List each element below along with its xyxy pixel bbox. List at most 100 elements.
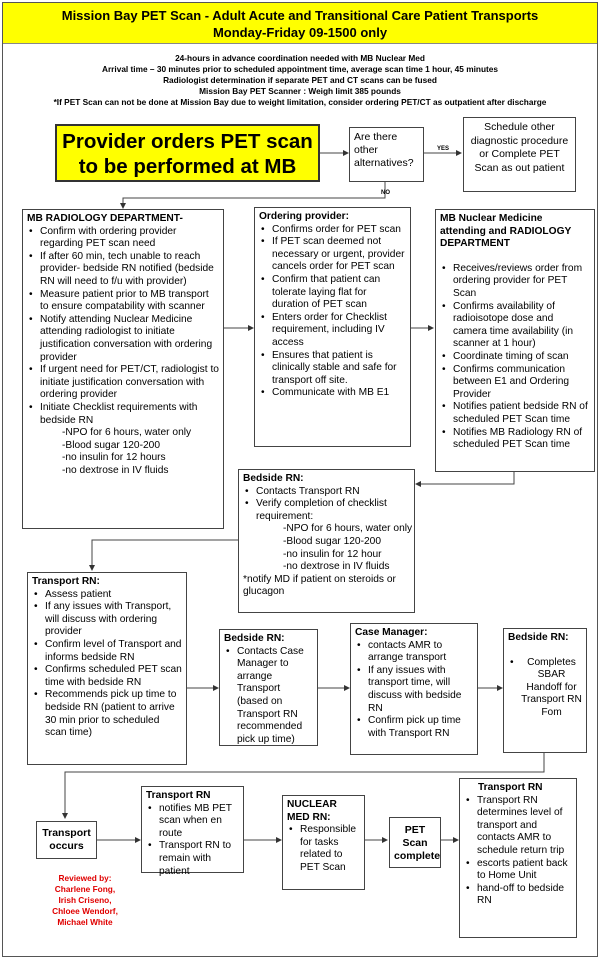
checklist-item: -Blood sugar 120-200 bbox=[62, 439, 160, 451]
reviewed-by: Reviewed by: Charlene Fong, Irish Crisen… bbox=[40, 873, 130, 928]
list-item: Notifies patient bedside RN of scheduled… bbox=[442, 401, 590, 426]
header-banner: Mission Bay PET Scan - Adult Acute and T… bbox=[3, 3, 597, 44]
bedside3-title: Bedside RN: bbox=[508, 632, 569, 643]
reviewer-name: Charlene Fong, bbox=[54, 884, 116, 894]
bedside-rn-box-1: Bedside RN: Contacts Transport RN Verify… bbox=[238, 469, 415, 613]
list-item: Contacts Case Manager to arrange Transpo… bbox=[226, 646, 313, 747]
checklist-item: -NPO for 6 hours, water only bbox=[283, 523, 413, 535]
bedside-rn-box-3: Bedside RN: Completes SBAR Handoff for T… bbox=[503, 628, 587, 753]
reviewer-name: Chloee Wendorf, bbox=[52, 906, 118, 916]
list-item: If after 60 min, tech unable to reach pr… bbox=[29, 251, 219, 289]
arrow-nuclear-to-bedside bbox=[415, 472, 515, 487]
transport2-title: Transport RN bbox=[146, 790, 211, 801]
radiology-checklist: -NPO for 6 hours, water only -Blood suga… bbox=[27, 427, 219, 477]
nuclear-radiology-title: MB Nuclear Medicine attending and RADIOL… bbox=[440, 213, 572, 250]
list-item: Receives/reviews order from ordering pro… bbox=[442, 263, 590, 301]
list-item: contacts AMR to arrange transport bbox=[357, 640, 473, 665]
radiology-title: MB RADIOLOGY DEPARTMENT- bbox=[27, 213, 183, 224]
list-item: Initiate Checklist requirements with bed… bbox=[29, 402, 219, 427]
list-item: Measure patient prior to MB transport to… bbox=[29, 289, 219, 314]
ordering-title: Ordering provider: bbox=[259, 211, 350, 222]
transport-rn-box-2: Transport RN notifies MB PET scan when e… bbox=[141, 786, 244, 877]
header-title: Mission Bay PET Scan - Adult Acute and T… bbox=[61, 8, 539, 23]
transport3-title: Transport RN bbox=[478, 782, 543, 793]
arrow-no bbox=[120, 182, 386, 209]
list-item: Enters order for Checklist requirement, … bbox=[261, 312, 406, 350]
start-line: Provider orders PET scan bbox=[62, 130, 313, 153]
list-item: Confirm that patient can tolerate laying… bbox=[261, 274, 406, 312]
list-item: Transport RN to remain with patient bbox=[148, 840, 239, 878]
checklist-item: -Blood sugar 120-200 bbox=[283, 535, 381, 547]
checklist-item: -no dextrose in IV fluids bbox=[62, 464, 169, 476]
radiology-box: MB RADIOLOGY DEPARTMENT- Confirm with or… bbox=[22, 209, 224, 529]
list-item: hand-off to bedside RN bbox=[466, 883, 572, 908]
alternative-box: Schedule other diagnostic procedure or C… bbox=[463, 117, 576, 192]
info-line: Arrival time – 30 minutes prior to sched… bbox=[101, 64, 499, 74]
info-line: *If PET Scan can not be done at Mission … bbox=[53, 97, 547, 107]
alternative-text: Schedule other diagnostic procedure or C… bbox=[470, 121, 569, 174]
list-item: Coordinate timing of scan bbox=[442, 351, 590, 364]
list-item: Confirm with ordering provider regarding… bbox=[29, 226, 219, 251]
reviewer-name: Michael White bbox=[57, 917, 113, 927]
arrow-bedside-to-transport bbox=[89, 539, 238, 571]
list-item: Contacts Transport RN bbox=[245, 486, 410, 499]
case-manager-title: Case Manager: bbox=[355, 627, 428, 638]
info-block: 24-hours in advance coordination needed … bbox=[0, 53, 600, 108]
list-item: Confirms order for PET scan bbox=[261, 224, 406, 237]
list-item: Transport RN determines level of transpo… bbox=[466, 795, 572, 858]
list-item: Confirm pick up time with Transport RN bbox=[357, 715, 473, 740]
list-item: If any issues with transport time, will … bbox=[357, 665, 473, 715]
list-item: Responsible for tasks related to PET Sca… bbox=[289, 824, 360, 874]
header-subtitle: Monday-Friday 09-1500 only bbox=[212, 25, 388, 40]
checklist-item: -no insulin for 12 hour bbox=[283, 548, 382, 560]
pet-scan-complete-box: PET Scan complete bbox=[389, 817, 441, 868]
nuclear-radiology-box: MB Nuclear Medicine attending and RADIOL… bbox=[435, 209, 595, 472]
list-item: Notifies MB Radiology RN of scheduled PE… bbox=[442, 427, 590, 452]
start-box: Provider orders PET scan to be performed… bbox=[55, 124, 320, 182]
bedside1-checklist: -NPO for 6 hours, water only -Blood suga… bbox=[243, 523, 413, 573]
list-item: Confirms scheduled PET scan time with be… bbox=[34, 664, 182, 689]
transport-occurs-text: Transport occurs bbox=[42, 827, 91, 852]
list-item: Assess patient bbox=[34, 589, 182, 602]
bedside1-note: *notify MD if patient on steroids or glu… bbox=[243, 573, 396, 598]
list-item: Ensures that patient is clinically stabl… bbox=[261, 350, 406, 388]
list-item: Confirms communication between E1 and Or… bbox=[442, 364, 590, 402]
list-item: Verify completion of checklist requireme… bbox=[245, 498, 410, 523]
info-line: Radiologist determination if separate PE… bbox=[163, 75, 437, 85]
arrow-bedside3-to-transport-occurs bbox=[62, 753, 545, 819]
decision-box: Are there other alternatives? bbox=[349, 127, 424, 182]
transport-rn-box-3: Transport RN Transport RN determines lev… bbox=[459, 778, 577, 938]
list-item: Communicate with MB E1 bbox=[261, 387, 406, 400]
nuclear-med-rn-box: NUCLEAR MED RN: Responsible for tasks re… bbox=[282, 795, 365, 890]
info-line: 24-hours in advance coordination needed … bbox=[175, 53, 425, 63]
reviewer-name: Irish Criseno, bbox=[58, 895, 112, 905]
list-item: Confirm level of Transport and informs b… bbox=[34, 639, 182, 664]
list-item: If urgent need for PET/CT, radiologist t… bbox=[29, 364, 219, 402]
list-item: Completes SBAR Handoff for Transport RN … bbox=[510, 657, 582, 720]
checklist-item: -no insulin for 12 hours bbox=[62, 452, 166, 464]
list-item: Notify attending Nuclear Medicine attend… bbox=[29, 314, 219, 364]
reviewed-title: Reviewed by: bbox=[58, 873, 112, 883]
yes-label: YES bbox=[437, 146, 449, 152]
ordering-provider-box: Ordering provider: Confirms order for PE… bbox=[254, 207, 411, 447]
list-item: escorts patient back to Home Unit bbox=[466, 858, 572, 883]
checklist-item: -NPO for 6 hours, water only bbox=[62, 427, 192, 439]
nuclear-rn-title: NUCLEAR MED RN: bbox=[287, 799, 337, 823]
info-line: Mission Bay PET Scanner : Weigh limit 38… bbox=[199, 86, 401, 96]
list-item: If PET scan deemed not necessary or urge… bbox=[261, 236, 406, 274]
bedside1-title: Bedside RN: bbox=[243, 473, 304, 484]
transport-rn-box-1: Transport RN: Assess patient If any issu… bbox=[27, 572, 187, 765]
list-item: If any issues with Transport, will discu… bbox=[34, 601, 182, 639]
bedside2-title: Bedside RN: bbox=[224, 633, 285, 644]
checklist-item: -no dextrose in IV fluids bbox=[283, 561, 390, 573]
list-item: Confirms availability of radioisotope do… bbox=[442, 301, 590, 351]
transport1-title: Transport RN: bbox=[32, 576, 100, 587]
case-manager-box: Case Manager: contacts AMR to arrange tr… bbox=[350, 623, 478, 755]
start-line: to be performed at MB bbox=[78, 155, 297, 178]
list-item: notifies MB PET scan when en route bbox=[148, 803, 239, 841]
transport-occurs-box: Transport occurs bbox=[36, 821, 97, 859]
bedside-rn-box-2: Bedside RN: Contacts Case Manager to arr… bbox=[219, 629, 318, 746]
complete-text: PET Scan complete bbox=[394, 824, 441, 862]
